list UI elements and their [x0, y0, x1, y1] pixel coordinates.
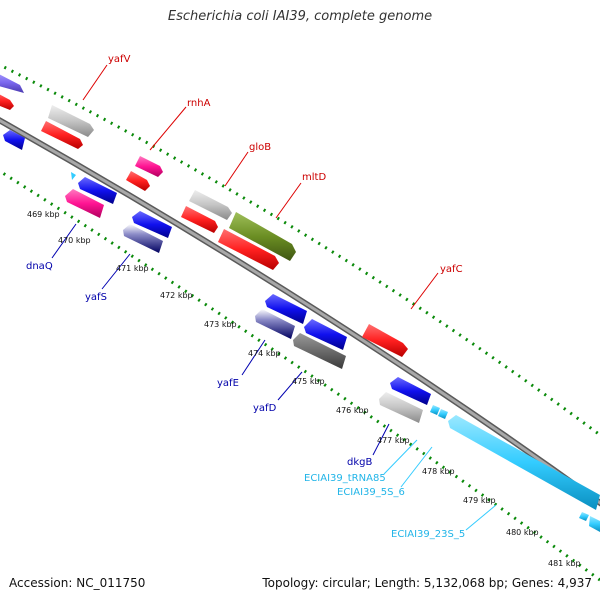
kbp-label: 471 kbp — [116, 264, 149, 273]
rna-cyan-end-2 — [589, 516, 600, 532]
gene-blue-edge — [3, 130, 25, 150]
gene-yafD-dgrey — [293, 333, 346, 369]
genome-backbone — [0, 117, 600, 507]
rna-cyan-end-1 — [579, 512, 589, 521]
rna-label-23S: ECIAI39_23S_5 — [391, 529, 465, 540]
genome-summary: Topology: circular; Length: 5,132,068 bp… — [262, 576, 592, 590]
gene-label-yafE: yafE — [217, 378, 239, 389]
kbp-label: 480 kbp — [506, 528, 539, 537]
gene-gloB-red — [181, 206, 218, 233]
kbp-label: 477 kbp — [377, 436, 410, 445]
gene-yafD-blue — [304, 319, 347, 350]
kbp-label: 472 kbp — [160, 291, 193, 300]
rna-label-tRNA85: ECIAI39_tRNA85 — [304, 473, 386, 484]
leader-tRNA85 — [383, 439, 418, 475]
rna-label-5S: ECIAI39_5S_6 — [337, 487, 405, 498]
gene-yafE-navy — [255, 309, 295, 339]
gene-purple-edge — [0, 74, 24, 93]
gene-label-rnhA: rnhA — [187, 98, 211, 109]
gene-rnhA-magenta — [135, 156, 163, 177]
gene-yafV-red — [41, 121, 83, 149]
gene-yafC-red — [362, 324, 408, 357]
gene-rnhA-red — [126, 171, 150, 191]
kbp-label: 473 kbp — [204, 320, 237, 329]
leader-dkgB — [372, 423, 390, 456]
kbp-label: 469 kbp — [27, 210, 60, 219]
accession-label: Accession: NC_011750 — [9, 576, 146, 590]
gene-label-mltD: mltD — [302, 172, 326, 183]
gene-label-yafC: yafC — [440, 264, 463, 275]
gene-label-dnaQ: dnaQ — [26, 261, 53, 272]
gene-mltD-red — [218, 229, 279, 270]
gene-dnaQ-magenta — [65, 189, 104, 218]
gene-dkgB-blue — [390, 377, 431, 405]
gene-mltD-olive — [229, 212, 296, 261]
gene-label-yafS: yafS — [85, 292, 107, 303]
leader-rnhA — [149, 106, 187, 151]
leader-lines-reverse — [51, 223, 390, 456]
gene-dkgB-grey — [379, 392, 423, 423]
marker-cyan-small — [71, 172, 76, 180]
leader-yafV — [82, 64, 108, 101]
kbp-label: 475 kbp — [292, 377, 325, 386]
gene-blue-small — [78, 177, 117, 204]
kbp-label: 481 kbp — [548, 559, 581, 568]
gene-yafS-blue — [132, 211, 172, 238]
gene-yafE-blue — [265, 294, 307, 324]
kbp-label: 474 kbp — [248, 349, 281, 358]
leader-5S — [400, 446, 433, 488]
gene-label-dkgB: dkgB — [347, 457, 372, 468]
gene-label-gloB: gloB — [249, 142, 271, 153]
kbp-label: 479 kbp — [463, 496, 496, 505]
gene-red-edge — [0, 94, 14, 110]
rna-5S — [438, 409, 448, 419]
rna-23S — [448, 415, 600, 510]
leader-yafD — [277, 371, 303, 401]
gene-gloB-grey — [189, 190, 232, 220]
outer-dotted-ring — [0, 63, 600, 437]
forward-genes — [0, 74, 408, 357]
gene-label-yafV: yafV — [108, 54, 131, 65]
reverse-genes — [3, 130, 600, 532]
kbp-label: 470 kbp — [58, 236, 91, 245]
genome-title: Escherichia coli IAI39, complete genome — [167, 9, 433, 24]
rna-tRNA85 — [430, 405, 440, 415]
gene-label-yafD: yafD — [253, 403, 277, 414]
leader-23S — [465, 504, 497, 531]
kbp-label: 478 kbp — [422, 467, 455, 476]
gene-yafV-grey — [48, 105, 94, 137]
leader-lines-forward — [82, 64, 439, 310]
leader-yafC — [410, 272, 439, 310]
leader-yafE — [241, 339, 266, 376]
inner-dotted-ring — [0, 169, 600, 582]
leader-mltD — [275, 182, 302, 219]
leader-gloB — [224, 151, 249, 187]
gene-yafS-navy — [123, 224, 163, 253]
leader-yafS — [101, 253, 131, 290]
leader-lines-rna — [383, 439, 497, 531]
kbp-label: 476 kbp — [336, 406, 369, 415]
leader-dnaQ — [51, 223, 77, 259]
